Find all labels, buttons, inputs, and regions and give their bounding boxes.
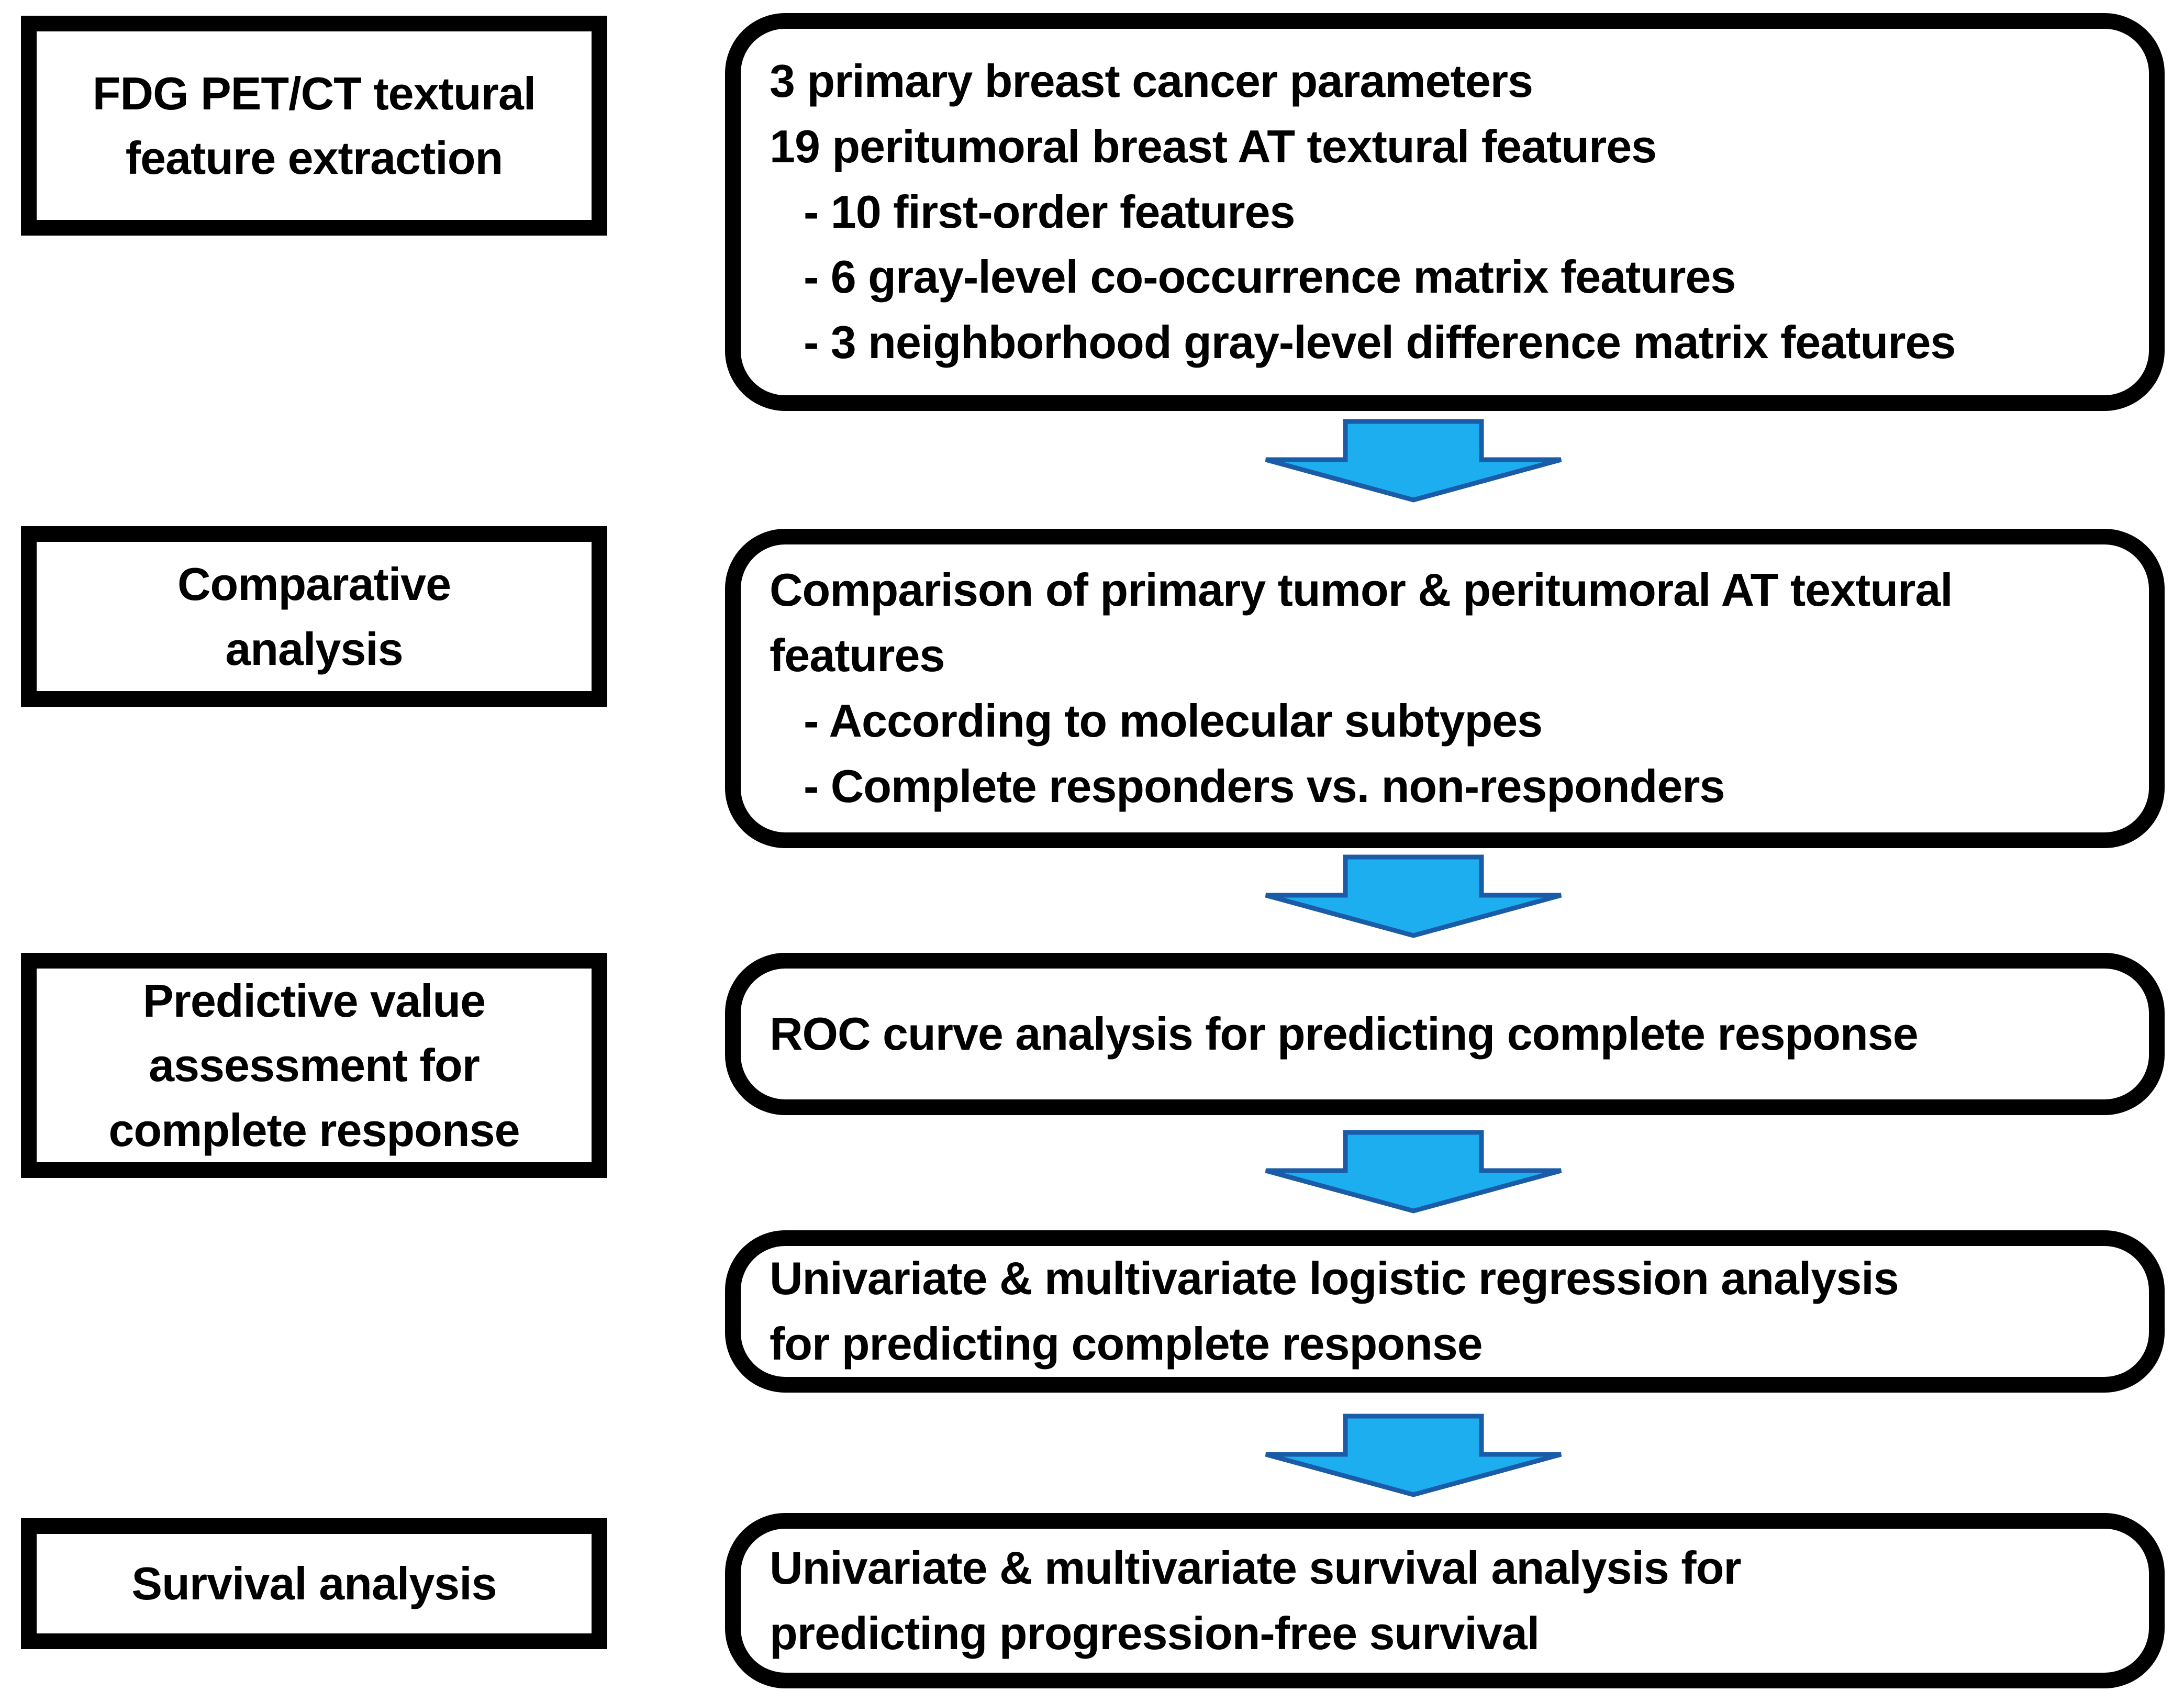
stage-box-feature-extraction: FDG PET/CT textural feature extraction bbox=[21, 16, 607, 236]
detail-line: Univariate & multivariate survival analy… bbox=[770, 1541, 1742, 1594]
down-arrow-icon bbox=[1265, 854, 1562, 938]
detail-box-roc: ROC curve analysis for predicting comple… bbox=[725, 953, 2165, 1115]
stage-box-comparative-analysis: Comparative analysis bbox=[21, 526, 607, 707]
detail-line: for predicting complete response bbox=[770, 1318, 1483, 1370]
detail-line: - 10 first-order features bbox=[804, 185, 1295, 238]
detail-line: - Complete responders vs. non-responders bbox=[804, 760, 1725, 812]
detail-line: ROC curve analysis for predicting comple… bbox=[770, 1007, 1919, 1060]
detail-box-comparison: Comparison of primary tumor & peritumora… bbox=[725, 529, 2165, 848]
stage-label-line: Comparative bbox=[177, 558, 451, 610]
detail-line: 19 peritumoral breast AT textural featur… bbox=[770, 120, 1657, 172]
detail-box-logistic-regression: Univariate & multivariate logistic regre… bbox=[725, 1230, 2165, 1393]
detail-line: - According to molecular subtypes bbox=[804, 695, 1543, 747]
stage-label-line: assessment for bbox=[149, 1039, 480, 1092]
stage-box-predictive-value: Predictive value assessment for complete… bbox=[21, 953, 607, 1178]
detail-line: Univariate & multivariate logistic regre… bbox=[770, 1252, 1899, 1305]
down-arrow-icon bbox=[1265, 419, 1562, 503]
stage-label-line: feature extraction bbox=[125, 132, 503, 184]
detail-line: - 3 neighborhood gray-level difference m… bbox=[804, 316, 1956, 369]
stage-label-line: Survival analysis bbox=[131, 1558, 497, 1610]
detail-line: features bbox=[770, 629, 945, 682]
detail-box-extraction: 3 primary breast cancer parameters 19 pe… bbox=[725, 13, 2165, 411]
down-arrow-icon bbox=[1265, 1414, 1562, 1497]
stage-label-line: analysis bbox=[225, 622, 403, 675]
detail-line: predicting progression-free survival bbox=[770, 1607, 1540, 1659]
detail-line: - 6 gray-level co-occurrence matrix feat… bbox=[804, 251, 1736, 303]
stage-label-line: FDG PET/CT textural bbox=[92, 67, 536, 119]
detail-box-survival: Univariate & multivariate survival analy… bbox=[725, 1513, 2165, 1688]
down-arrow-icon bbox=[1265, 1130, 1562, 1214]
stage-label-line: complete response bbox=[108, 1104, 520, 1156]
detail-line: 3 primary breast cancer parameters bbox=[770, 54, 1533, 107]
stage-box-survival-analysis: Survival analysis bbox=[21, 1518, 607, 1649]
stage-label-line: Predictive value bbox=[142, 975, 486, 1027]
detail-line: Comparison of primary tumor & peritumora… bbox=[770, 564, 1953, 616]
